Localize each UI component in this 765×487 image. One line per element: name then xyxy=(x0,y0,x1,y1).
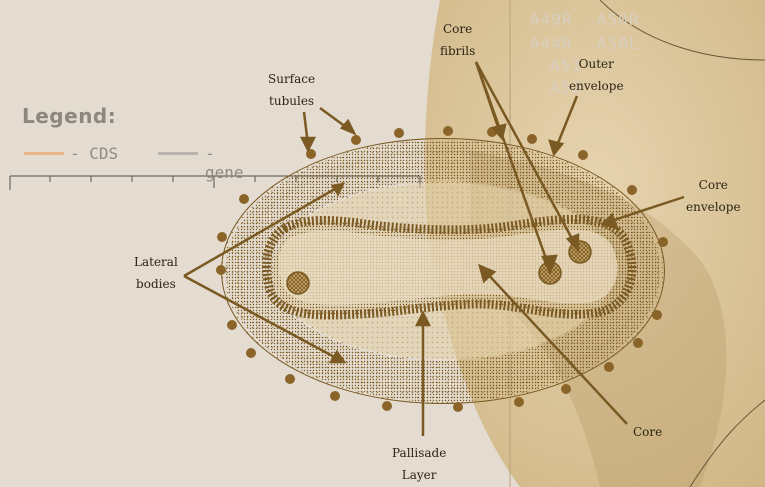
legend-title: Legend: xyxy=(22,104,116,128)
gene-swatch xyxy=(158,152,198,155)
gene-legend-label: - gene xyxy=(205,144,262,182)
map-label: A49R xyxy=(530,10,573,29)
label-line: Lateral xyxy=(134,251,178,273)
core-interior xyxy=(279,230,618,305)
label-line: Surface xyxy=(268,68,315,90)
map-label: A50R xyxy=(597,10,640,29)
label-line: Core xyxy=(440,18,475,40)
map-label: A50L xyxy=(597,34,640,53)
label-line: Outer xyxy=(569,53,624,75)
outer-envelope-label: Outer envelope xyxy=(569,53,624,97)
core-fibrils-label: Core fibrils xyxy=(440,18,475,62)
pallisade-layer-label: Pallisade Layer xyxy=(392,442,446,486)
surface-tubules-label: Surface tubules xyxy=(268,68,315,112)
label-line: Pallisade xyxy=(392,442,446,464)
core-envelope-label: Core envelope xyxy=(686,174,741,218)
label-line: Core xyxy=(686,174,741,196)
label-line: envelope xyxy=(686,196,741,218)
label-line: Layer xyxy=(392,464,446,486)
label-line: bodies xyxy=(134,273,178,295)
label-line: fibrils xyxy=(440,40,475,62)
label-line: envelope xyxy=(569,75,624,97)
legend: Legend: - CDS - gene xyxy=(22,104,116,128)
legend-row: - CDS - gene xyxy=(22,144,262,164)
lateral-bodies-label: Lateral bodies xyxy=(134,251,178,295)
cds-legend-label: - CDS xyxy=(70,144,118,163)
cds-swatch xyxy=(24,152,64,155)
map-label: A44R xyxy=(530,34,573,53)
core-label: Core xyxy=(633,421,662,443)
lateral-body-left-nucleoid xyxy=(287,272,309,294)
label-line: tubules xyxy=(268,90,315,112)
